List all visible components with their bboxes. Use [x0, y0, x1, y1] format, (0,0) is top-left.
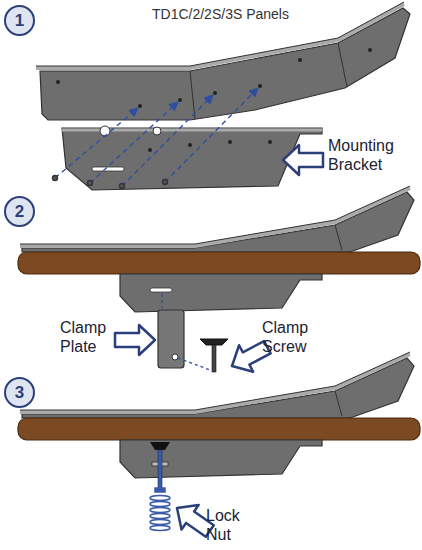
screws — [53, 88, 259, 189]
callout-arrow — [283, 145, 323, 175]
step-number: 3 — [15, 384, 24, 401]
leader-line — [178, 358, 210, 370]
panel — [20, 352, 414, 418]
lock-nut — [150, 488, 170, 531]
mounting-bracket — [120, 274, 322, 312]
desk — [18, 418, 420, 440]
step-circle: 1 — [4, 5, 35, 36]
step-circle: 2 — [4, 196, 35, 227]
part-label: Clamp Screw — [262, 318, 324, 356]
mounting-bracket — [120, 440, 322, 478]
part-label: Clamp Plate — [60, 318, 116, 356]
step-number: 1 — [15, 12, 24, 29]
part-label: Lock Nut — [206, 506, 258, 544]
part-label: Mounting Bracket — [328, 136, 416, 174]
mounting-bracket — [62, 126, 322, 190]
step-number: 2 — [15, 203, 24, 220]
clamp-screw — [200, 339, 228, 372]
panel — [36, 2, 410, 120]
diagram-title: TD1C/2/2S/3S Panels — [152, 6, 289, 22]
clamp-screw — [150, 442, 170, 490]
callout-arrow — [115, 325, 155, 355]
desk — [18, 252, 420, 274]
leader-line — [161, 294, 162, 308]
step-circle: 3 — [4, 377, 35, 408]
panel — [20, 186, 414, 252]
